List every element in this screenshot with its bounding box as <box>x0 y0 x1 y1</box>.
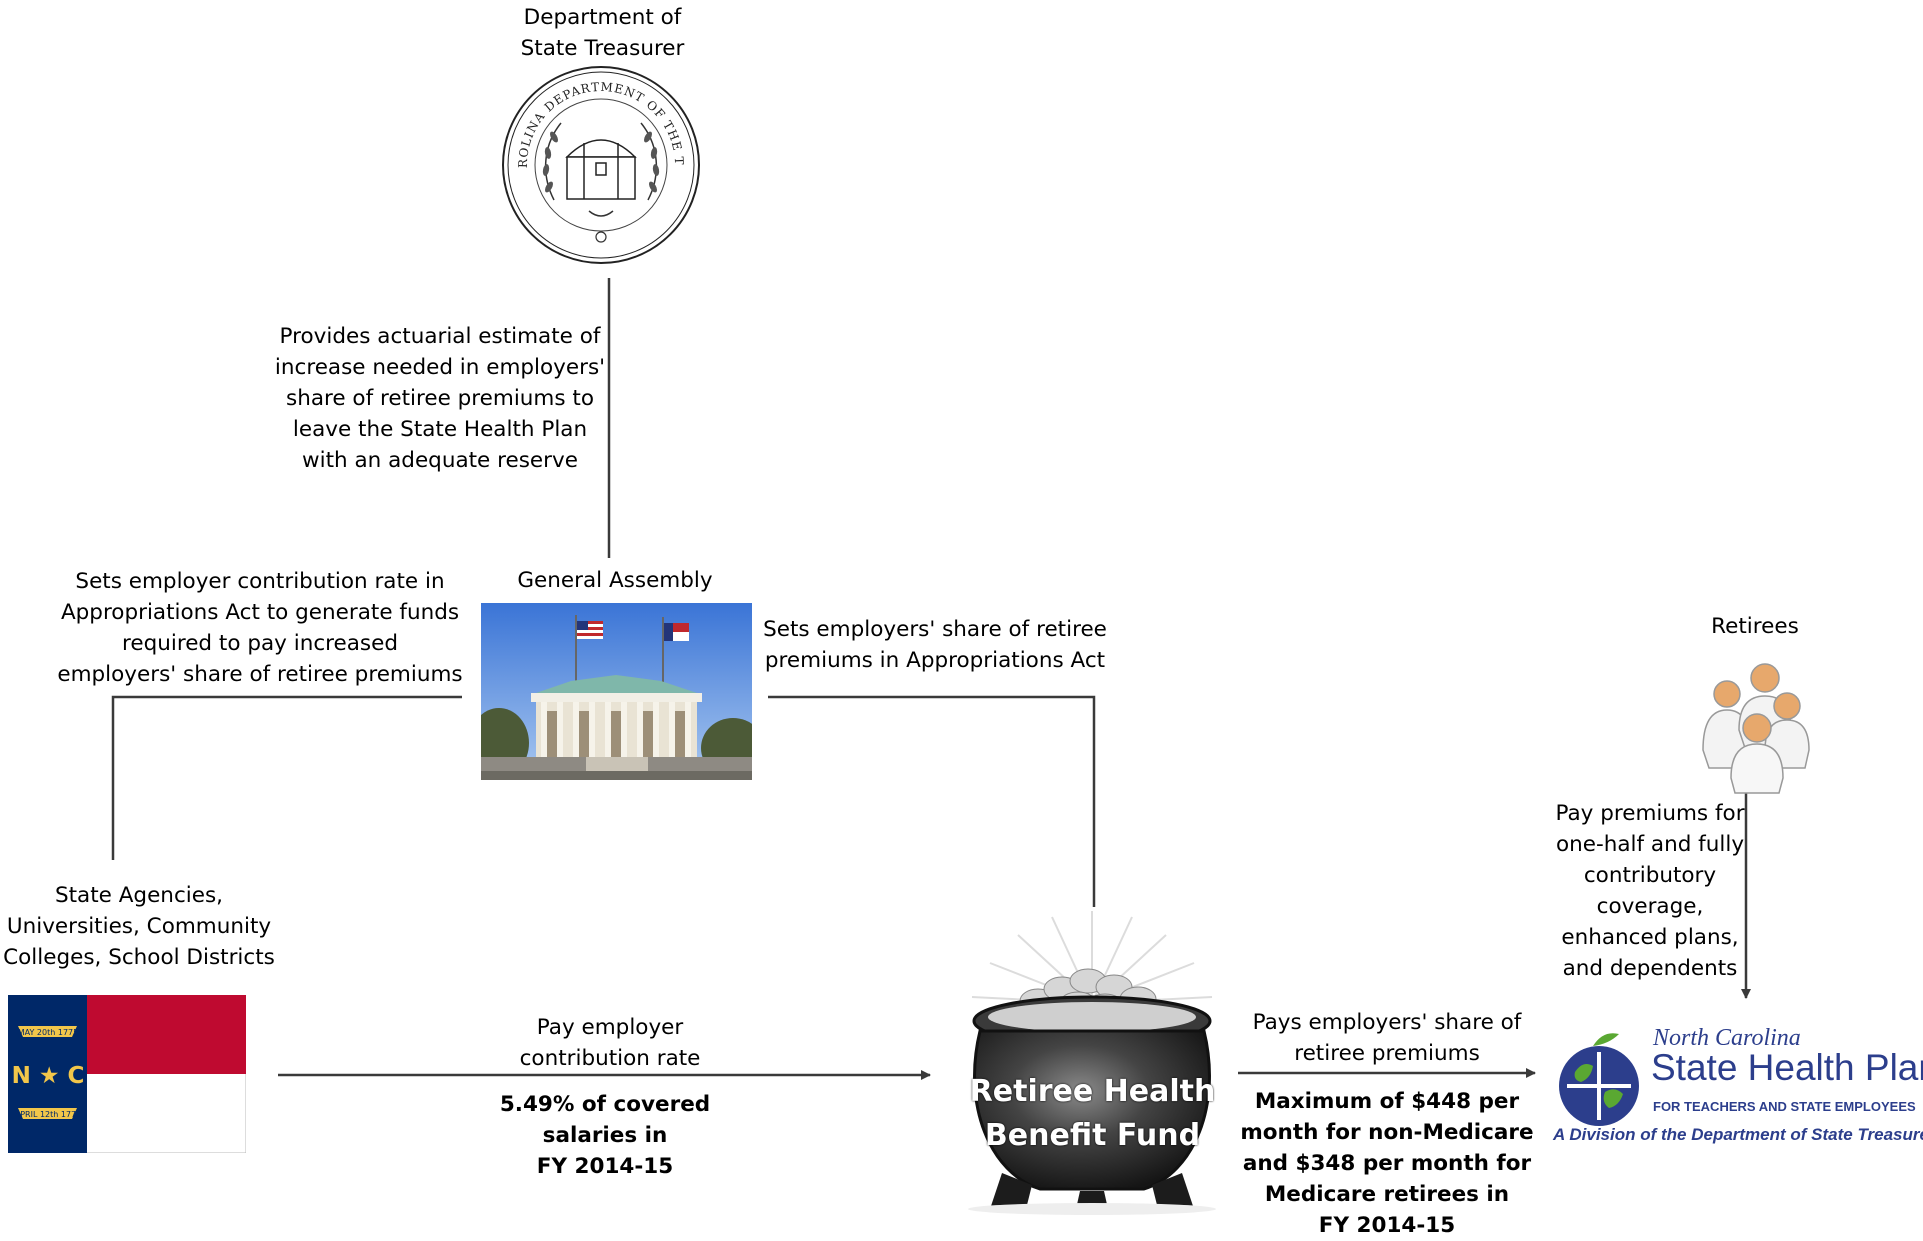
nc-state-flag: MAY 20th 1775 N ★ C APRIL 12th 1776 <box>8 995 246 1153</box>
assembly-to-agencies-line <box>111 695 462 860</box>
assembly-title: General Assembly <box>517 568 713 593</box>
shp-line-4: A Division of the Department of State Tr… <box>1553 1125 1923 1144</box>
legislative-building-photo <box>481 603 752 780</box>
flag-date-bottom: APRIL 12th 1776 <box>15 1110 82 1119</box>
retirees-title: Retirees <box>1711 614 1799 639</box>
shp-line-2: State Health Plan <box>1651 1047 1923 1088</box>
globe-icon <box>1559 1033 1639 1126</box>
sets-share-note: Sets employers' share of retiree premium… <box>763 617 1107 673</box>
sets-rate-note: Sets employer contribution rate in Appro… <box>57 569 463 687</box>
retirees-group-icon <box>1702 663 1810 794</box>
assembly-to-fund-line <box>768 695 1096 907</box>
pot-of-gold-icon <box>968 911 1216 1215</box>
retirees-pay-note: Pay premiums for one-half and fully cont… <box>1555 801 1745 981</box>
pays-share-amount: Maximum of $448 per month for non-Medica… <box>1240 1089 1534 1238</box>
pay-rate-note: Pay employer contribution rate <box>519 1015 701 1071</box>
pay-rate-amount: 5.49% of covered salaries in FY 2014-15 <box>499 1092 711 1179</box>
treasurer-title: Department of State Treasurer <box>520 5 685 61</box>
flag-date-top: MAY 20th 1775 <box>18 1028 78 1037</box>
pays-share-note: Pays employers' share of retiree premium… <box>1252 1010 1522 1066</box>
state-health-plan-logo: North Carolina State Health Plan FOR TEA… <box>1553 1025 1923 1150</box>
agencies-title: State Agencies, Universities, Community … <box>3 883 275 970</box>
treasurer-seal-icon: NORTH CAROLINA DEPARTMENT OF THE TREASUR… <box>499 65 700 264</box>
flag-letters: N ★ C <box>12 1063 85 1089</box>
shp-line-3: FOR TEACHERS AND STATE EMPLOYEES <box>1653 1099 1916 1114</box>
shp-line-1: North Carolina <box>1653 1025 1801 1051</box>
actuarial-note: Provides actuarial estimate of increase … <box>274 324 606 473</box>
fund-label: Retiree Health Benefit Fund <box>969 1074 1216 1153</box>
